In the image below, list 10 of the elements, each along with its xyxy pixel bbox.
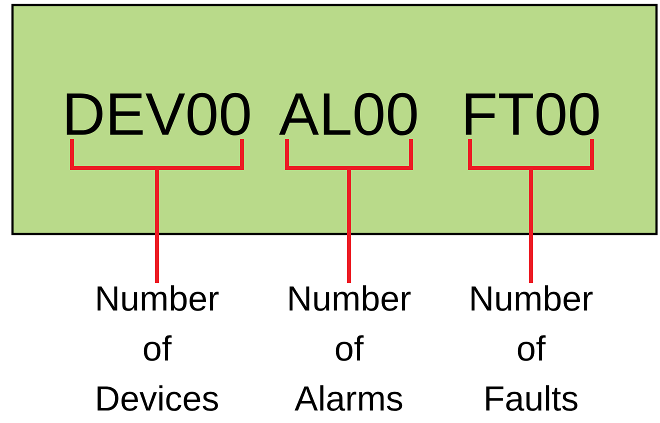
caption-text: Number of Devices [98, 285, 219, 411]
caption-text: Number of Faults [472, 285, 593, 411]
display-panel [11, 4, 658, 236]
leader-line [347, 168, 351, 283]
leader-line [155, 168, 159, 283]
display-text: AL00 [279, 92, 417, 136]
caption-text: Number of Alarms [290, 285, 411, 411]
display-text: DEV00 [66, 92, 250, 136]
leader-line [529, 168, 533, 283]
display-text: FT00 [466, 92, 599, 136]
